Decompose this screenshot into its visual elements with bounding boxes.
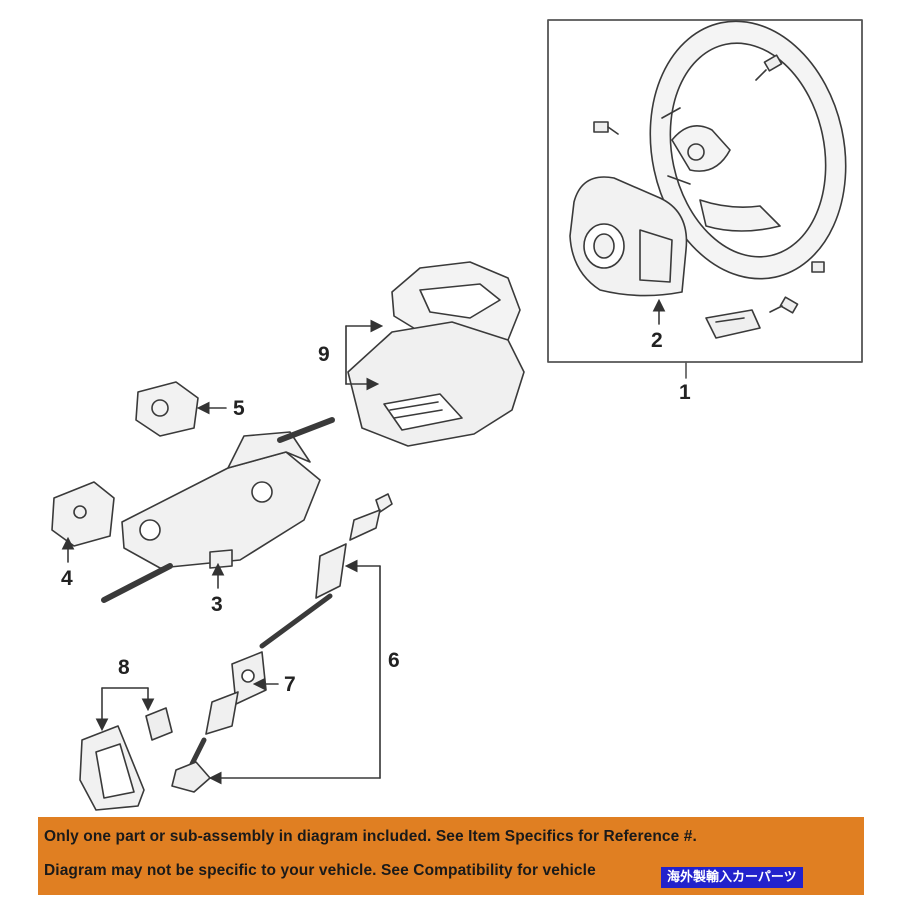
part-4-bracket: [51, 481, 115, 547]
callout-8: 8: [118, 656, 130, 679]
wheel-bolt-top: [755, 54, 783, 81]
disclaimer-line-2: Diagram may not be specific to your vehi…: [44, 862, 596, 879]
boot-clamp: [145, 707, 173, 741]
callout-9: 9: [318, 343, 330, 366]
callout-1: 1: [679, 381, 691, 404]
airbag-module: [569, 176, 688, 297]
callout-5: 5: [233, 397, 245, 420]
intermediate-shaft: [259, 493, 393, 649]
import-parts-badge: 海外製輸入カーパーツ: [661, 867, 803, 888]
lower-yoke: [171, 737, 211, 793]
wheel-switch: [705, 309, 761, 339]
column-cover-lower: [347, 321, 525, 447]
column-boot: [79, 725, 145, 811]
callout-6: 6: [388, 649, 400, 672]
wheel-bolt-lower: [769, 296, 799, 314]
callout-4: 4: [61, 567, 73, 590]
steering-wheel: [649, 20, 847, 280]
callout-7: 7: [284, 673, 296, 696]
callout-3: 3: [211, 593, 223, 616]
steering-column: [101, 417, 335, 603]
wheel-bolt-left: [593, 121, 619, 135]
wheel-bolt-right: [811, 261, 825, 273]
part-5-sensor: [135, 381, 199, 437]
disclaimer-line-1: Only one part or sub-assembly in diagram…: [44, 828, 697, 845]
assembly-1-box: [547, 19, 863, 363]
universal-joint: [205, 651, 267, 735]
callout-2: 2: [651, 329, 663, 352]
